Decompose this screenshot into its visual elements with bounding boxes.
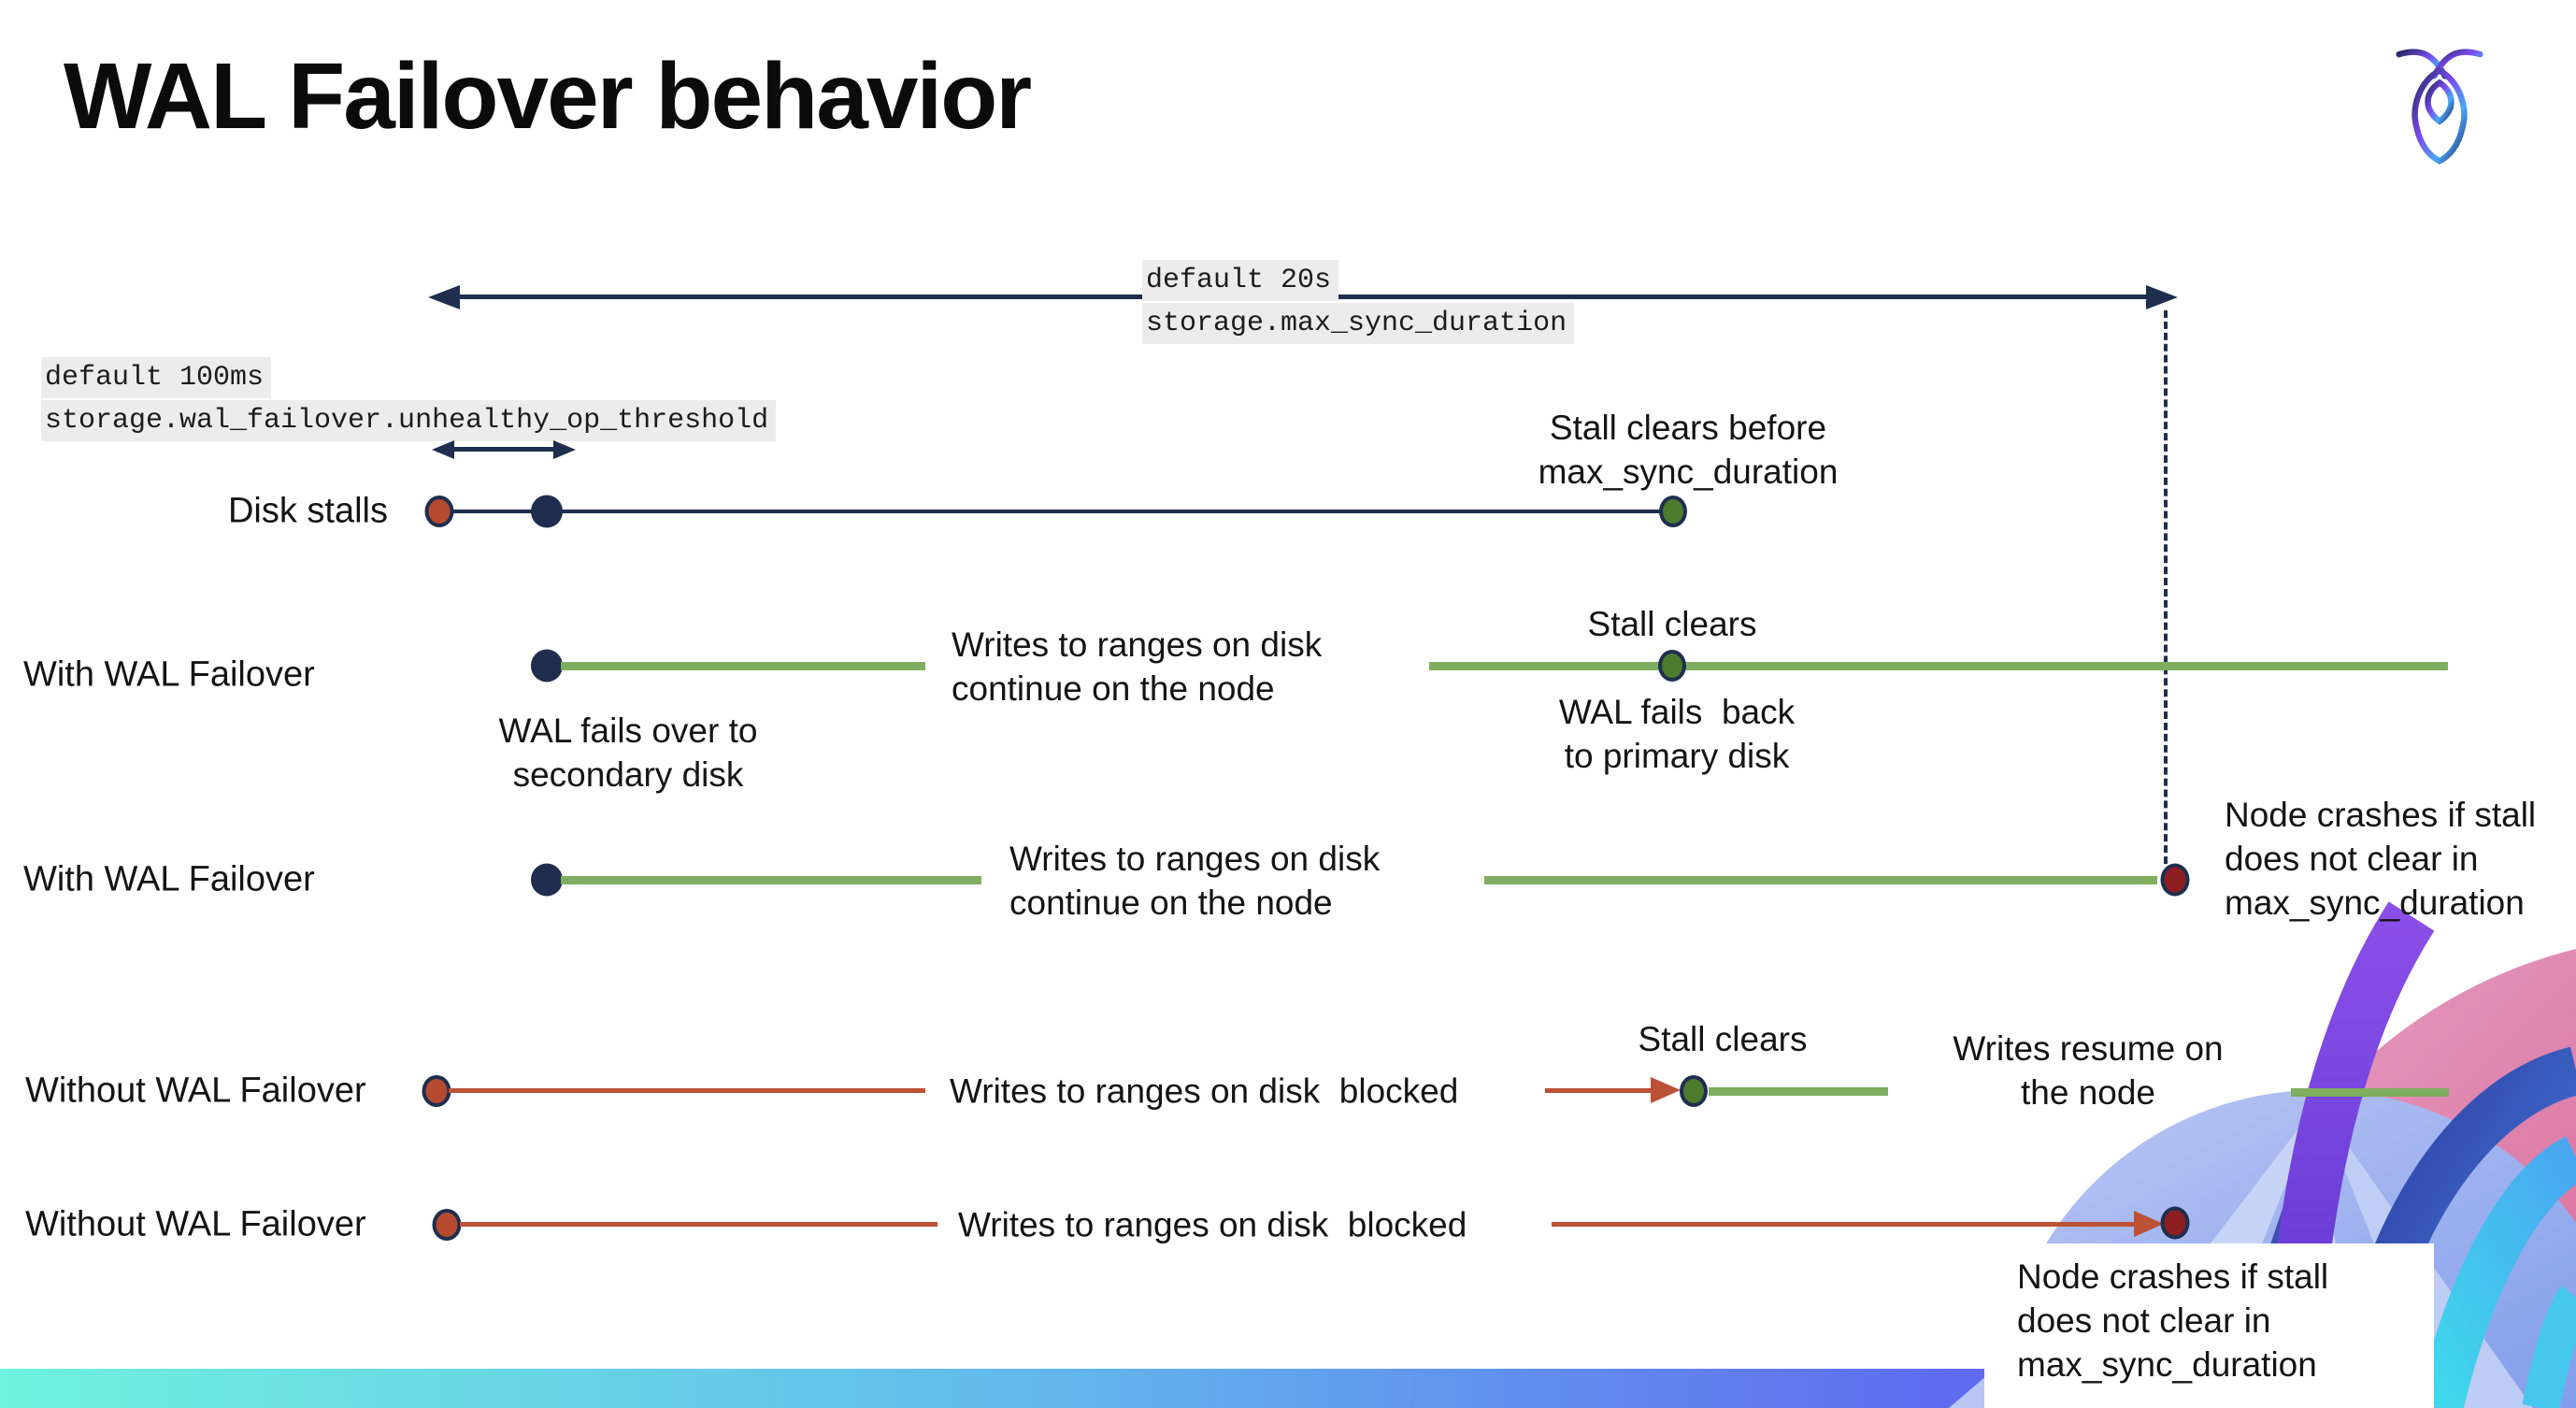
note-writes-blocked-2: Writes to ranges on disk blocked bbox=[958, 1205, 1467, 1244]
note-writes-continue-1: Writes to ranges on disk continue on the… bbox=[952, 625, 1323, 708]
max-sync-default-value: default 20s bbox=[1142, 260, 1339, 301]
blocked-arrowhead-icon-2 bbox=[2134, 1211, 2164, 1237]
note-node-crashes-2: Node crashes if stall does not clear in … bbox=[2017, 1257, 2329, 1384]
failover-dot bbox=[531, 649, 563, 682]
blocked-arrow-line-b bbox=[1552, 1222, 2139, 1227]
note-stall-clears-2: Stall clears bbox=[1638, 1020, 1808, 1058]
stall-clears-dot bbox=[1659, 496, 1687, 527]
max-sync-setting-name: storage.max_sync_duration bbox=[1142, 303, 1575, 344]
threshold-span-line bbox=[452, 447, 555, 452]
node-crashes-callout-box bbox=[1984, 1243, 2434, 1408]
cockroachdb-logo-icon bbox=[2396, 49, 2483, 165]
small-arrowhead-left-icon bbox=[432, 440, 454, 459]
max-sync-duration-label: default 20s storage.max_sync_duration bbox=[1142, 260, 1575, 346]
unhealthy-op-threshold-label: default 100ms storage.wal_failover.unhea… bbox=[41, 357, 777, 443]
arrowhead-left-icon bbox=[428, 285, 460, 309]
note-wal-fails-back: WAL fails back to primary disk bbox=[1558, 693, 1796, 775]
blocked-arrow-line-a bbox=[1545, 1088, 1655, 1093]
writes-resume-line-b bbox=[2291, 1088, 2449, 1097]
note-writes-continue-2: Writes to ranges on disk continue on the… bbox=[1009, 840, 1381, 922]
node-crash-dot-2 bbox=[2160, 1206, 2190, 1240]
writes-resume-line-a bbox=[1709, 1087, 1888, 1096]
blocked-arrowhead-icon-1 bbox=[1651, 1077, 1681, 1103]
row-label-without-wal-failover-1: Without WAL Failover bbox=[25, 1070, 366, 1111]
max-sync-deadline-dashed-line bbox=[2164, 310, 2168, 864]
row-label-with-wal-failover-2: With WAL Failover bbox=[23, 859, 315, 899]
writes-continue-line-c bbox=[561, 876, 981, 884]
note-stall-clears-before: Stall clears before max_sync_duration bbox=[1538, 409, 1839, 491]
note-wal-fails-over: WAL fails over to secondary disk bbox=[498, 711, 758, 794]
failover-dot-2 bbox=[531, 863, 563, 897]
unhealthy-op-default-value: default 100ms bbox=[41, 357, 272, 398]
row-label-without-wal-failover-2: Without WAL Failover bbox=[25, 1204, 366, 1244]
note-stall-clears-1: Stall clears bbox=[1587, 605, 1757, 643]
threshold-reached-dot bbox=[531, 495, 563, 528]
small-arrowhead-right-icon bbox=[553, 440, 576, 459]
stall-start-dot-3 bbox=[432, 1209, 462, 1241]
note-node-crashes-1: Node crashes if stall does not clear in … bbox=[2225, 796, 2537, 922]
arrowhead-right-icon bbox=[2146, 285, 2178, 309]
writes-blocked-line-b bbox=[460, 1222, 937, 1227]
page-title: WAL Failover behavior bbox=[64, 44, 1032, 149]
stall-start-dot-2 bbox=[422, 1075, 451, 1107]
note-writes-blocked-1: Writes to ranges on disk blocked bbox=[950, 1071, 1459, 1111]
cyan-arc bbox=[2416, 1136, 2576, 1408]
stall-start-dot bbox=[424, 496, 454, 527]
note-writes-resume: Writes resume on the node bbox=[1953, 1029, 2224, 1112]
writes-continue-line-a bbox=[561, 662, 925, 670]
writes-continue-line-b bbox=[1429, 662, 2448, 670]
stall-clears-dot-3 bbox=[1680, 1075, 1708, 1107]
node-crash-dot-1 bbox=[2160, 863, 2190, 897]
writes-blocked-line-a bbox=[449, 1088, 925, 1093]
row-label-with-wal-failover-1: With WAL Failover bbox=[23, 654, 315, 695]
disk-stall-timeline bbox=[439, 510, 1673, 513]
unhealthy-op-setting-name: storage.wal_failover.unhealthy_op_thresh… bbox=[41, 400, 777, 441]
row-label-disk-stalls: Disk stalls bbox=[227, 491, 388, 531]
stall-clears-dot-2 bbox=[1658, 650, 1686, 682]
writes-continue-line-d bbox=[1484, 876, 2157, 884]
